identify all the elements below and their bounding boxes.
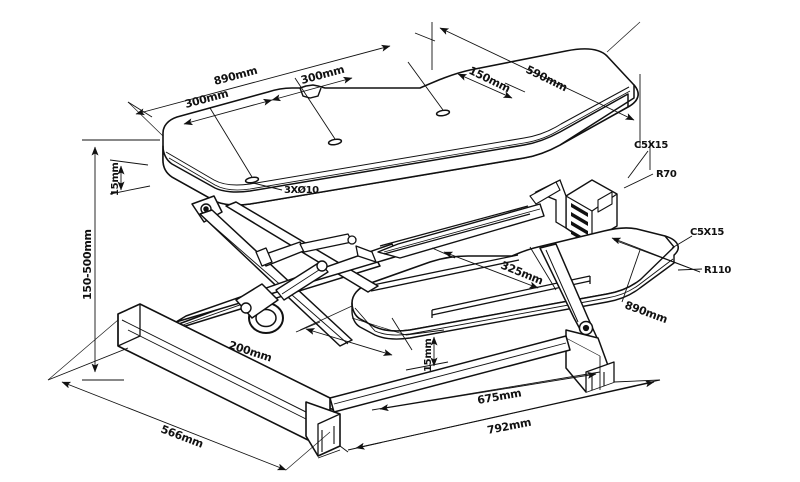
dimline-150 [457, 73, 513, 99]
leader-c5x15-top [627, 150, 649, 179]
dim-590-depth [431, 22, 641, 148]
dim-792-base [339, 379, 661, 453]
leader-r110 [677, 268, 703, 271]
construction-lines [47, 21, 641, 471]
callout-r70 [623, 173, 654, 189]
ext-15tray-b [405, 361, 449, 371]
desktop-edge-highlight [165, 86, 630, 186]
dim-890-tray [611, 237, 701, 303]
release-handle-grip [255, 247, 273, 267]
gas-spring-bottom-pivot [240, 302, 252, 314]
dim-height-range-label: 150-500mm [81, 229, 94, 300]
scissor-arm-a-line [203, 217, 349, 345]
dim-15-top-label: 15mm [110, 162, 121, 196]
dim-325-tray [431, 246, 557, 291]
upper-support-arm-line [383, 208, 541, 253]
dim-150-depth [457, 73, 526, 99]
hole-callout-label: 3XØ10 [284, 184, 319, 196]
desktop-edge-highlight2 [168, 90, 631, 191]
dimline-200 [305, 328, 393, 356]
grommet-hole-2 [327, 138, 343, 146]
callout-c5x15-tray-label: C5X15 [690, 227, 724, 238]
bracket-tab [529, 181, 561, 205]
dim-150-500 [82, 139, 160, 381]
side-control-housing [565, 179, 618, 244]
dimline-566 [61, 381, 287, 471]
ext-792-a [339, 445, 349, 453]
dimline-890-top [135, 44, 391, 116]
ext-15top-b [109, 185, 151, 195]
callout-r110 [677, 268, 703, 271]
ext-890-tray [621, 249, 641, 303]
release-lever-plate [355, 245, 377, 263]
base-rail-left-cap [117, 304, 141, 347]
side-bracket [529, 179, 567, 230]
dimline-890-tray [611, 237, 701, 273]
leader-c5x15-tray [671, 235, 693, 249]
dimline-300-right [271, 76, 353, 102]
dim-566-base [47, 347, 341, 471]
mount-arm-pivot-right-center [582, 324, 590, 332]
leader-r70 [623, 173, 654, 189]
callout-c5x15-top [627, 140, 651, 179]
scissor-center-pivot-inner [255, 308, 277, 328]
callout-c5x15-tray [671, 235, 693, 249]
ext-300r-a [407, 61, 444, 111]
dim-15-top [109, 159, 151, 195]
ext-15top-a [109, 159, 149, 166]
ext-200-a [295, 321, 321, 333]
ext-566-a [47, 347, 129, 381]
callout-r110-label: R110 [704, 265, 731, 276]
dimline-792 [355, 380, 655, 450]
dim-15-tray [405, 329, 449, 371]
dimline-300-left [183, 98, 273, 126]
hole-callout-leader [252, 182, 283, 191]
dimline-325 [443, 251, 539, 289]
grommet-hole-1 [244, 176, 260, 184]
ext-566-b [317, 449, 341, 459]
housing-side-panel [597, 191, 613, 213]
dim-300-right [271, 61, 444, 111]
gas-spring-top-pivot [316, 260, 328, 272]
dimline-590 [439, 27, 635, 121]
callout-c5x15-top-label: C5X15 [634, 140, 668, 151]
ext-792-b [613, 379, 661, 383]
dim-15-tray-label: 15mm [423, 338, 434, 372]
callout-r70-label: R70 [656, 169, 677, 180]
upper-left-pivot-center [203, 206, 209, 212]
mount-arm-right-line [545, 249, 579, 323]
foot-front-edge [317, 413, 341, 456]
gas-spring-rod-line [281, 267, 323, 295]
release-linkage-pivot [347, 235, 357, 245]
ext-15tray-a [405, 329, 445, 336]
rear-cross-member [379, 205, 531, 255]
